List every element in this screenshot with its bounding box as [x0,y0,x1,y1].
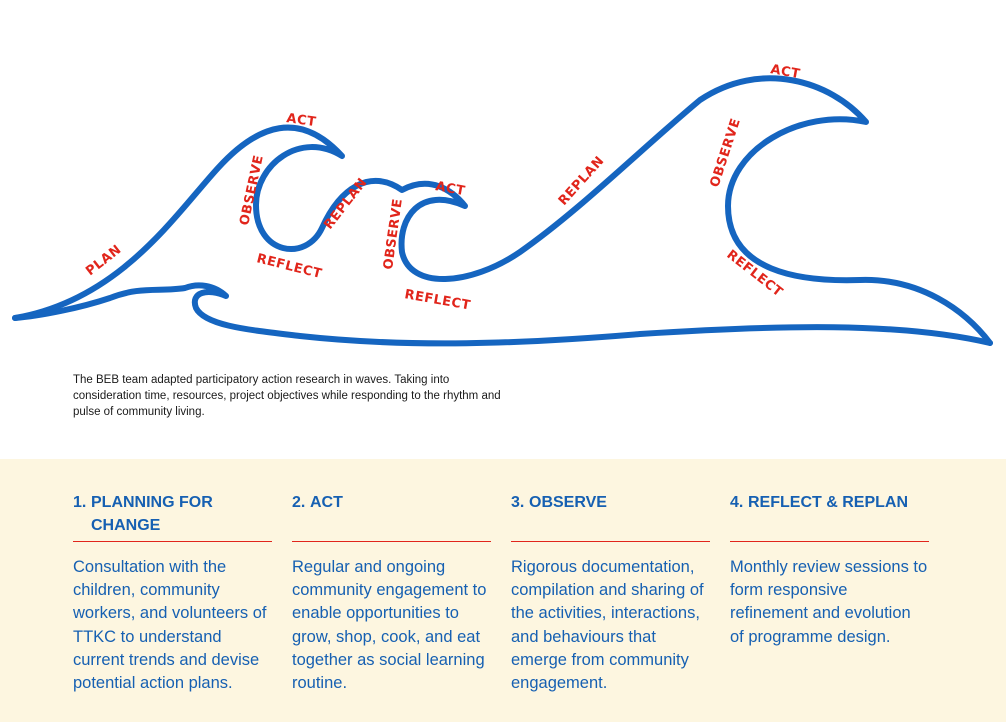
figure-caption: The BEB team adapted participatory actio… [73,374,501,418]
steps-panel: 1.PLANNING FOR CHANGE Consultation with … [0,459,1006,722]
label-reflect-2: REFLECT [403,287,471,313]
step-title-text: PLANNING FOR CHANGE [91,494,213,534]
step-description: Monthly review sessions to form responsi… [730,558,928,646]
step-title-text: ACT [310,494,343,511]
label-observe-3: OBSERVE [708,116,744,189]
step-title-text: REFLECT & REPLAN [748,494,908,511]
step-divider [73,541,272,542]
action-research-wave-diagram: PLAN ACT OBSERVE REFLECT REPLAN ACT OBSE… [12,62,993,347]
step-divider [730,541,929,542]
step-title: 3.OBSERVE [511,491,710,537]
label-reflect-1: REFLECT [255,251,323,282]
step-number: 4. [730,494,744,511]
step-reflect-replan: 4.REFLECT & REPLAN Monthly review sessio… [730,491,929,649]
step-description: Consultation with the children, communit… [73,558,267,693]
step-title-text: OBSERVE [529,494,607,511]
step-title: 4.REFLECT & REPLAN [730,491,929,537]
step-title: 2.ACT [292,491,491,537]
label-reflect-3: REFLECT [724,247,786,300]
step-number: 2. [292,494,306,511]
step-description: Rigorous documentation, compilation and … [511,558,704,693]
step-observe: 3.OBSERVE Rigorous documentation, compil… [511,491,710,695]
wave-main-line [12,75,993,346]
step-number: 3. [511,494,525,511]
step-number: 1. [73,494,87,511]
step-description: Regular and ongoing community engagement… [292,558,487,693]
step-divider [511,541,710,542]
step-planning: 1.PLANNING FOR CHANGE Consultation with … [73,491,272,695]
wave-lower-line [12,282,993,347]
label-act-1: ACT [285,111,317,130]
step-title: 1.PLANNING FOR CHANGE [73,491,272,537]
label-replan-1: REPLAN [321,175,370,232]
label-act-2: ACT [434,179,466,199]
label-act-3: ACT [769,62,801,82]
step-act: 2.ACT Regular and ongoing community enga… [292,491,491,695]
label-observe-1: OBSERVE [237,154,267,227]
step-divider [292,541,491,542]
